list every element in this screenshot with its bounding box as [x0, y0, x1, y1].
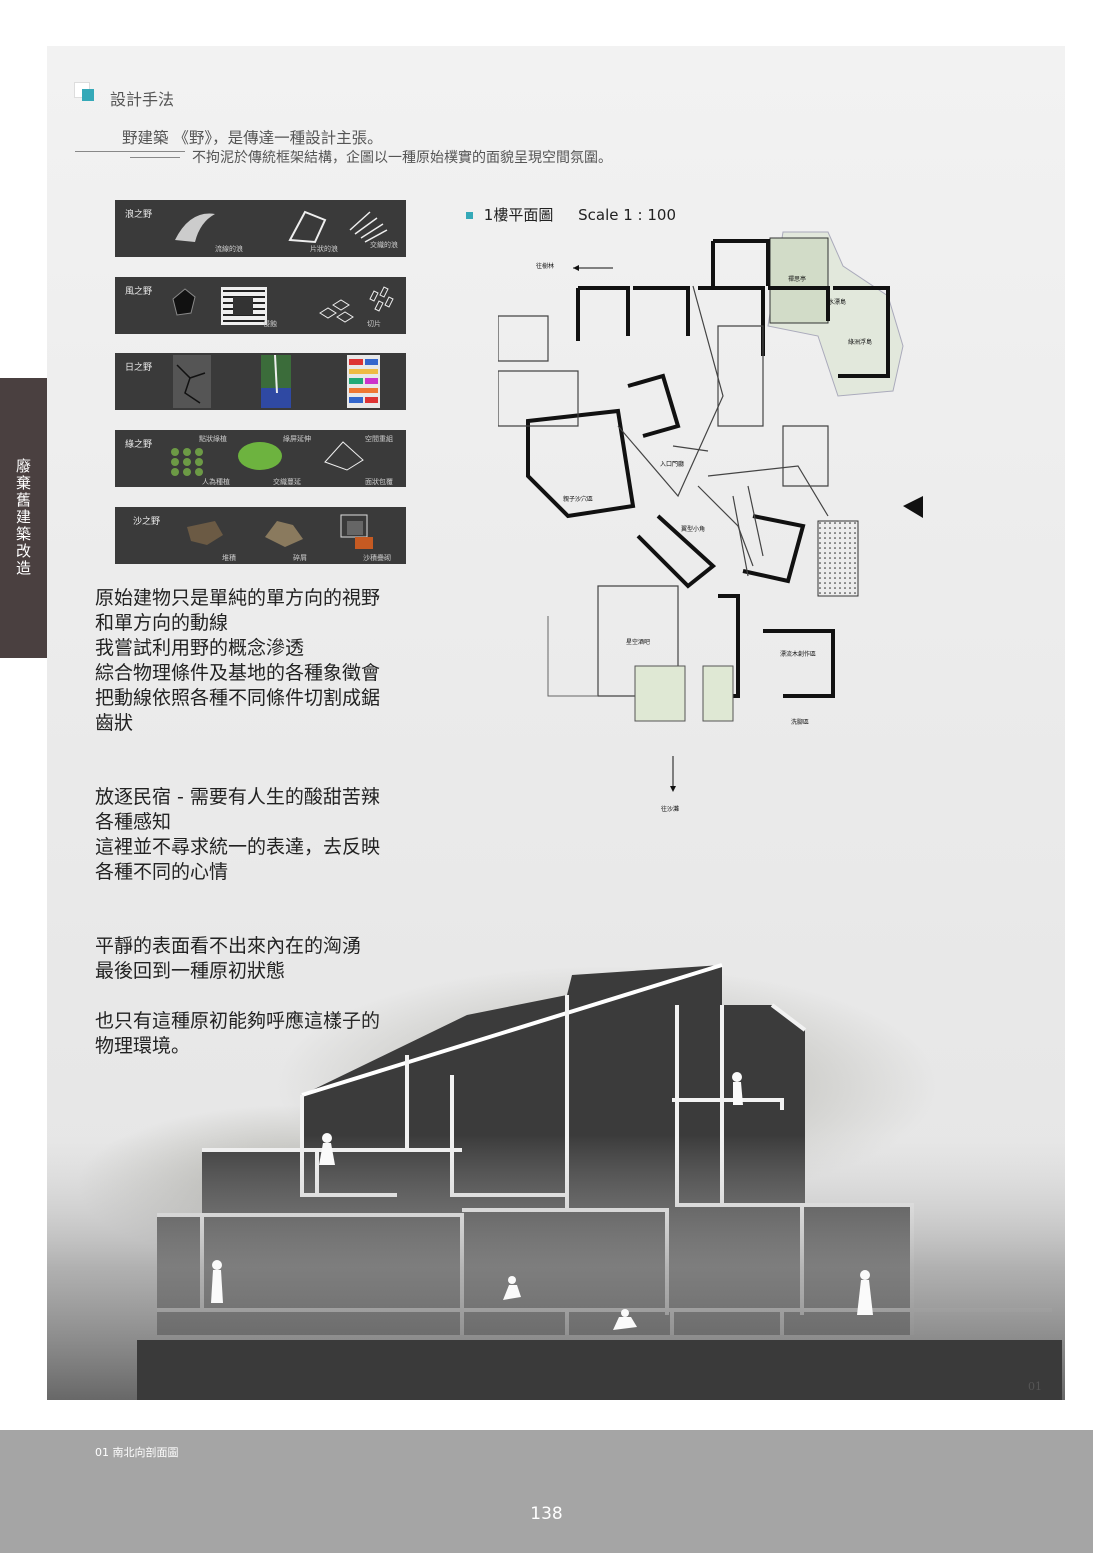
card-label: 風之野: [125, 287, 153, 297]
card-caption: 沙積疊砌: [363, 554, 391, 562]
paragraph-line: 各種不同的心情: [95, 861, 229, 883]
concept-card-sun: 日之野: [115, 353, 406, 410]
card-caption: 堆積: [222, 554, 236, 562]
figure-caption: 01 南北向剖面圖: [95, 1446, 179, 1459]
concept-card-wave: 浪之野 流線的浪 片狀的浪 交織的浪: [115, 200, 406, 257]
card-caption: 空間重組: [365, 435, 393, 443]
paragraph-line: 各種感知: [95, 811, 172, 833]
paragraph-line: 原始建物只是單純的單方向的視野: [95, 587, 381, 609]
plan-title: 1樓平面圖 Scale 1 : 100: [466, 204, 676, 225]
card-label: 日之野: [125, 363, 153, 373]
paragraph-line: 齒狀: [95, 712, 134, 734]
concept-card-green: 綠之野 點狀綠植 綠屏延伸 空間重組 人為種植 交織蔓延 面狀包覆: [115, 430, 406, 487]
card-caption: 面狀包覆: [365, 478, 393, 486]
plan-label-south: 往沙灘: [661, 805, 679, 813]
paragraph-line: 這裡並不尋求統一的表達，去反映: [95, 836, 381, 858]
paragraph-line: 最後回到一種原初狀態: [95, 960, 286, 982]
paragraph-line: 把動線依照各種不同條件切割成鋸: [95, 687, 381, 709]
paragraph-2: 放逐民宿 - 需要有人生的酸甜苦辣 各種感知 這裡並不尋求統一的表達，去反映 各…: [95, 785, 380, 885]
paragraph-4: 也只有這種原初能夠呼應這樣子的 物理環境。: [95, 1009, 380, 1059]
plan-label-entrance: 入口門廳: [660, 460, 684, 468]
plan-label-kids-sand: 親子沙穴區: [563, 495, 593, 503]
plan-label-corridor: 翼型小角: [681, 525, 705, 533]
card-label: 沙之野: [133, 517, 161, 527]
page-number: 138: [530, 1504, 563, 1524]
floor-plan-drawing: 往樹林 往沙灘 禪思亭 水漂島 綠洲浮島 入口門廳 親子沙穴區 翼型小角 星空酒…: [498, 231, 923, 813]
card-caption: 交織的浪: [370, 241, 398, 249]
concept-card-wind: 風之野 侵蝕 切片: [115, 277, 406, 334]
page-footer: 01 南北向剖面圖 138: [0, 1430, 1093, 1553]
card-caption: 片狀的浪: [310, 245, 338, 253]
intro-rule: [75, 151, 185, 152]
chapter-side-tab: 廢棄舊建築改造: [0, 378, 47, 658]
plan-label-cafe: 星空酒吧: [626, 638, 650, 646]
plan-label-wash: 洗腳區: [791, 718, 809, 726]
card-caption: 交織蔓延: [273, 478, 301, 486]
plan-label-green-island: 綠洲浮島: [848, 338, 872, 346]
plan-label-water: 水漂島: [828, 298, 846, 306]
chapter-side-tab-label: 廢棄舊建築改造: [14, 458, 32, 577]
plan-label-driftwood: 漂流木創作區: [780, 650, 816, 658]
concept-card-sand: 沙之野 堆積 碎屑 沙積疊砌: [115, 507, 406, 564]
card-label: 浪之野: [125, 210, 153, 220]
plan-scale: Scale 1 : 100: [578, 206, 676, 224]
paragraph-line: 我嘗試利用野的概念滲透: [95, 637, 305, 659]
card-caption: 流線的浪: [215, 245, 243, 253]
wind-forms-icon: [172, 286, 394, 325]
plan-label-north: 往樹林: [536, 262, 554, 270]
intro-line-2: 不拘泥於傳統框架結構，企圖以一種原始樸實的面貌呈現空間氛圍。: [192, 150, 612, 166]
intro-line-1: 野建築 《野》，是傳達一種設計主張。: [122, 129, 383, 147]
section-drawing: [47, 963, 1065, 1400]
card-label: 綠之野: [125, 440, 153, 450]
paragraph-line: 和單方向的動線: [95, 612, 229, 634]
paragraph-line: 平靜的表面看不出來內在的洶湧: [95, 935, 362, 957]
card-caption: 碎屑: [293, 554, 307, 562]
sun-forms-icon: [173, 354, 380, 408]
plan-title-bullet-icon: [466, 212, 473, 219]
sand-forms-icon: [187, 514, 373, 549]
section-drawing-number: 01: [1028, 1380, 1042, 1393]
card-caption: 人為種植: [202, 478, 230, 486]
section-heading-text: 設計手法: [110, 90, 175, 109]
card-caption: 切片: [367, 320, 381, 328]
card-caption: 綠屏延伸: [283, 435, 311, 443]
paragraph-line: 也只有這種原初能夠呼應這樣子的: [95, 1010, 381, 1032]
paragraph-line: 放逐民宿 - 需要有人生的酸甜苦辣: [95, 786, 380, 808]
paragraph-line: 物理環境。: [95, 1035, 191, 1057]
paragraph-1: 原始建物只是單純的單方向的視野 和單方向的動線 我嘗試利用野的概念滲透 綜合物理…: [95, 586, 380, 736]
card-caption: 點狀綠植: [199, 435, 227, 443]
plan-title-text: 1樓平面圖: [483, 206, 554, 224]
plan-label-zen: 禪思亭: [788, 275, 806, 283]
wave-forms-icon: [175, 210, 388, 244]
intro-rule-short: [130, 157, 180, 158]
heading-accent-square-icon: [82, 89, 94, 101]
paragraph-3: 平靜的表面看不出來內在的洶湧 最後回到一種原初狀態: [95, 934, 361, 984]
paragraph-line: 綜合物理條件及基地的各種象徵會: [95, 662, 381, 684]
card-caption: 侵蝕: [263, 320, 277, 328]
green-forms-icon: [171, 441, 364, 476]
